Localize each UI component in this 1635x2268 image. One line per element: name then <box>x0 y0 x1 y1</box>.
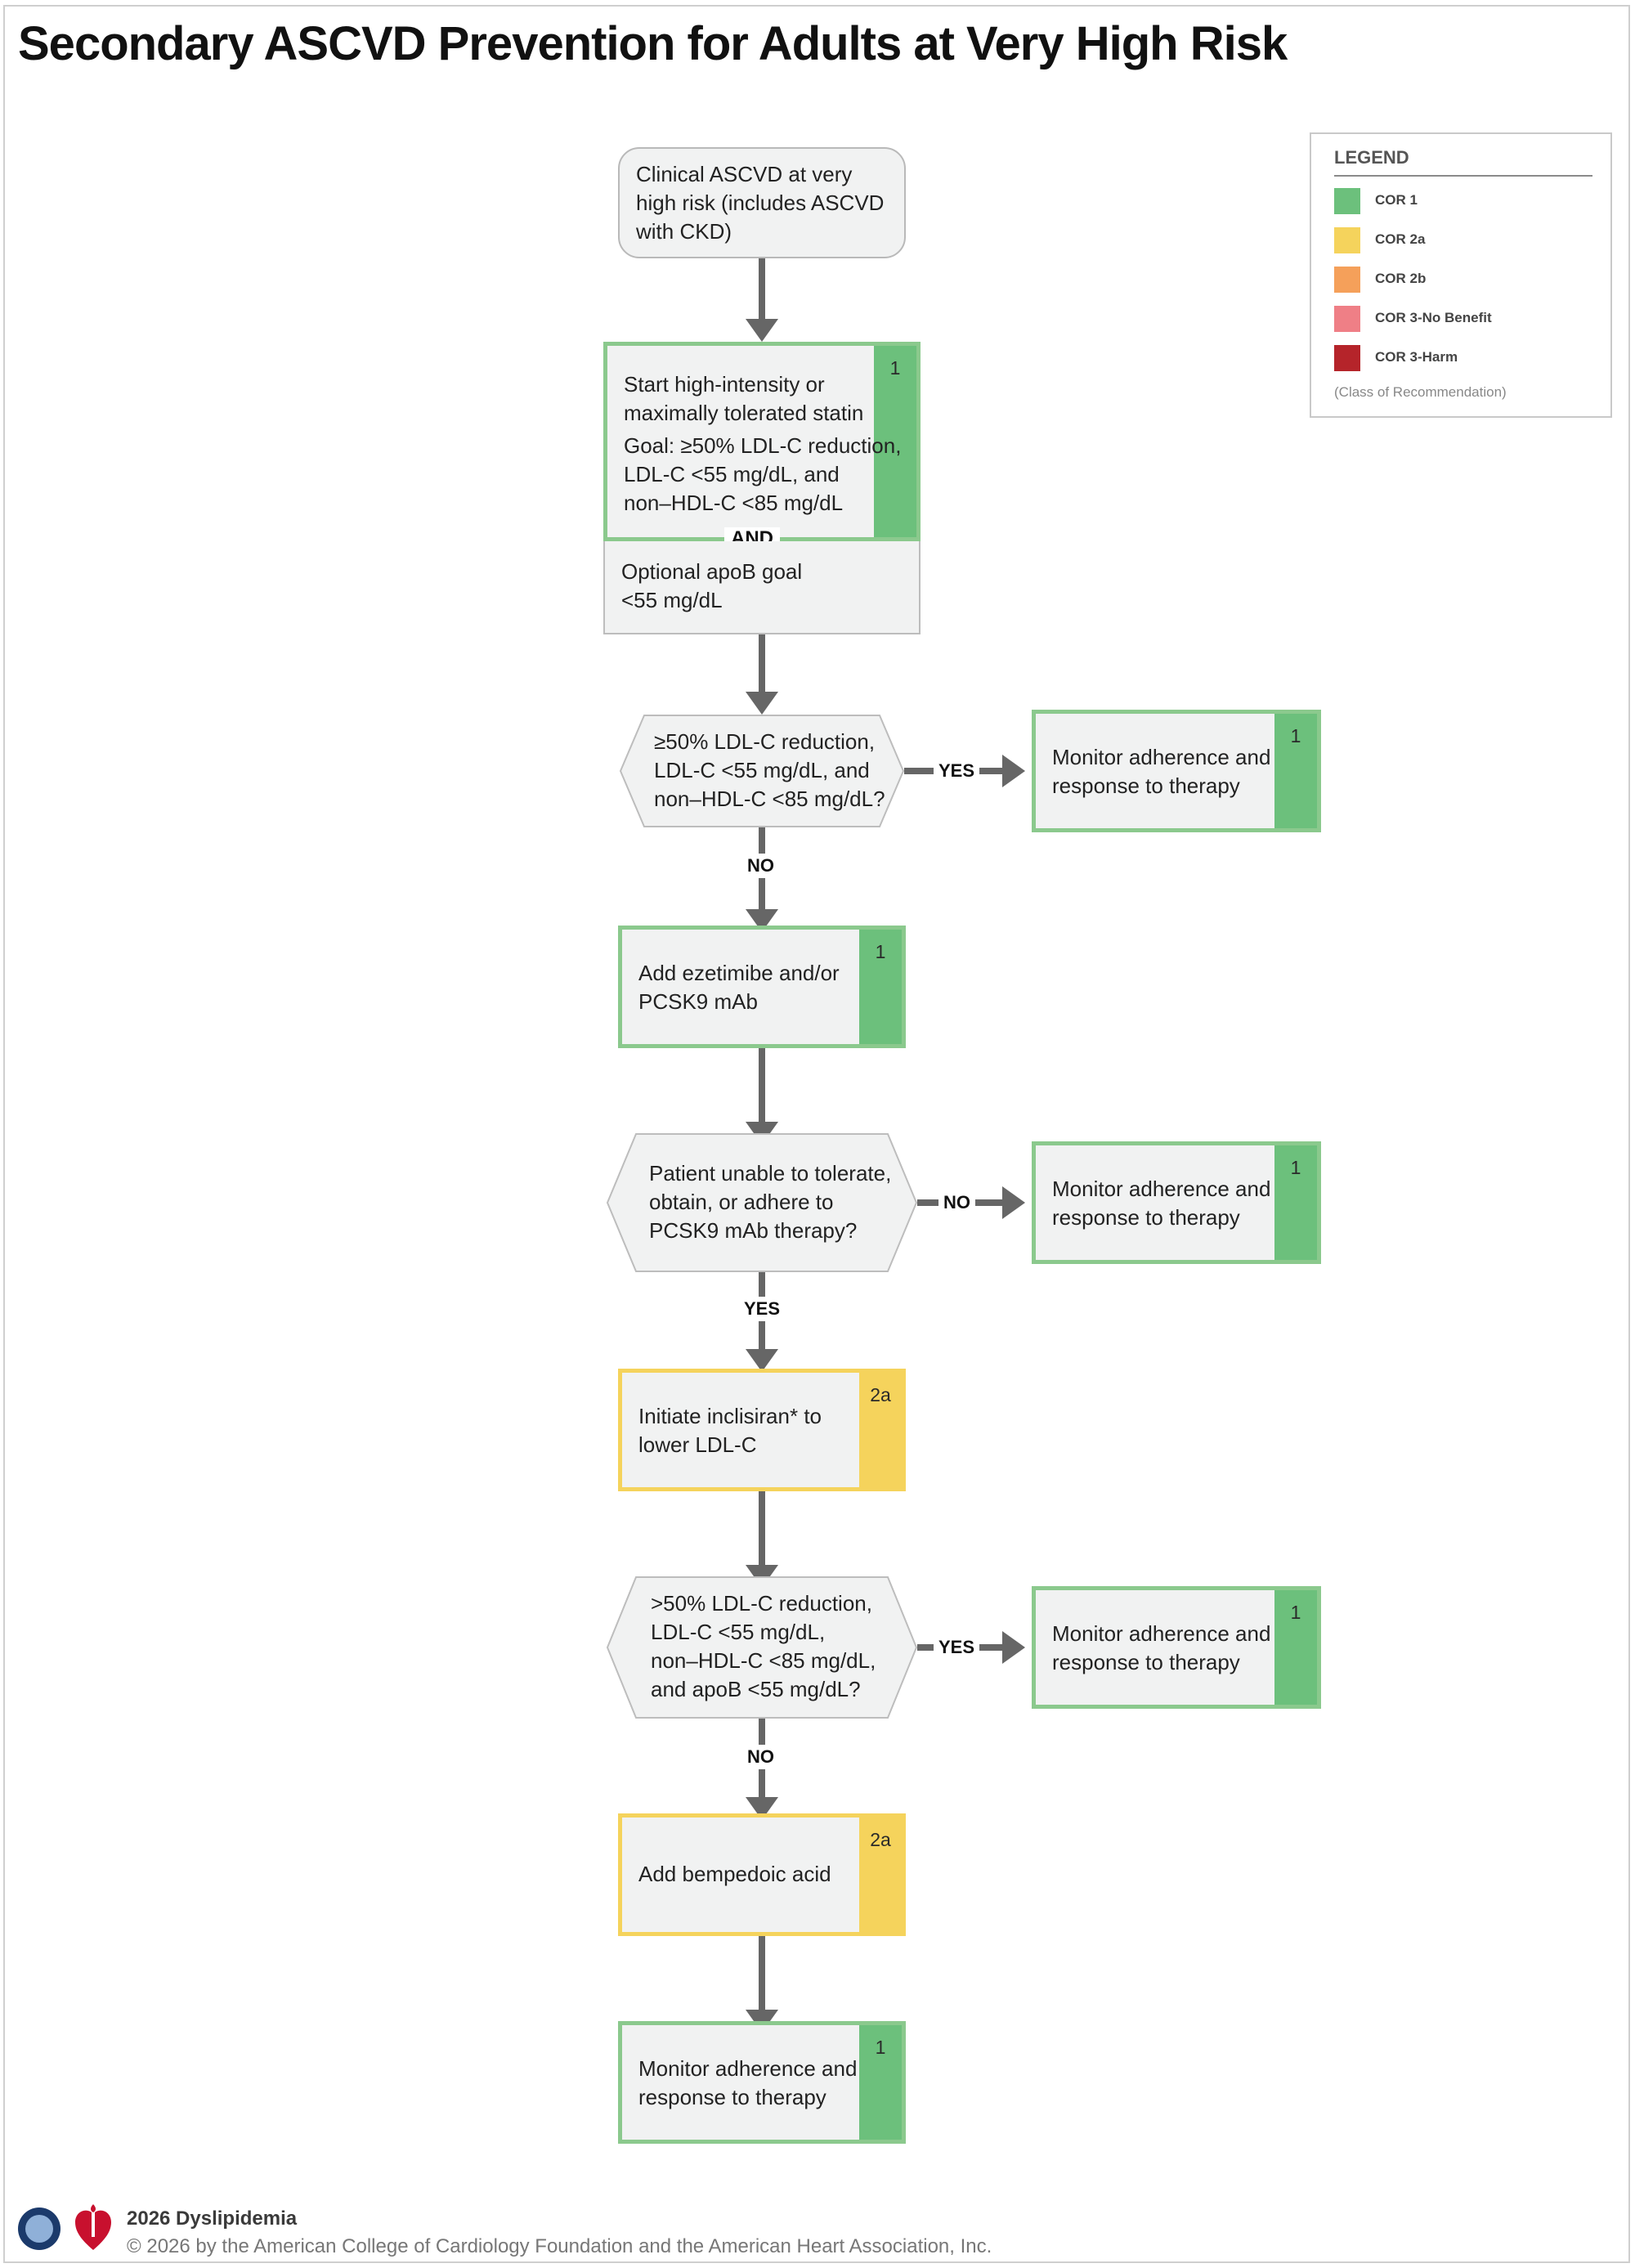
apob-node: Optional apoB goal <55 mg/dL <box>603 541 921 634</box>
footer: 2026 Dyslipidemia © 2026 by the American… <box>127 2207 992 2258</box>
legend-swatch-cor3-harm <box>1334 345 1360 371</box>
page-frame <box>3 5 1630 2263</box>
legend-label-cor3-harm: COR 3-Harm <box>1375 349 1458 365</box>
arrow-bempedoic-to-monitor4 <box>759 1936 765 2015</box>
decision3-hexagon <box>606 1576 918 1719</box>
monitor3-text: Monitor adherence and response to therap… <box>1052 1621 1271 1674</box>
arrow-apob-to-decision1 <box>759 634 765 697</box>
decision2-text: Patient unable to tolerate, obtain, or a… <box>649 1161 892 1243</box>
legend-swatch-cor3-no-benefit <box>1334 306 1360 332</box>
monitor2-node: 1 Monitor adherence and response to ther… <box>1032 1141 1321 1264</box>
legend-swatch-cor2a <box>1334 227 1360 253</box>
cor-label: 1 <box>1290 725 1301 746</box>
start-node: Clinical ASCVD at very high risk (includ… <box>618 147 906 258</box>
inclisiran-text: Initiate inclisiran* to lower LDL-C <box>638 1404 822 1457</box>
arrowhead <box>1002 1186 1025 1219</box>
page-title: Secondary ASCVD Prevention for Adults at… <box>18 17 1288 70</box>
statin-node-text: Start high-intensity or maximally tolera… <box>624 372 902 515</box>
ezetimibe-node: 1 Add ezetimibe and/or PCSK9 mAb <box>618 926 906 1048</box>
bempedoic-text: Add bempedoic acid <box>638 1862 831 1886</box>
ezetimibe-text: Add ezetimibe and/or PCSK9 mAb <box>638 961 840 1014</box>
legend-divider <box>1334 175 1592 177</box>
decision1-text: ≥50% LDL-C reduction, LDL-C <55 mg/dL, a… <box>654 729 885 811</box>
decision3-text: >50% LDL-C reduction, LDL-C <55 mg/dL, n… <box>651 1591 876 1701</box>
decision1-hexagon <box>619 715 905 827</box>
arrowhead <box>1002 755 1025 787</box>
cor-label: 1 <box>1290 1602 1301 1623</box>
monitor4-text: Monitor adherence and response to therap… <box>638 2056 858 2109</box>
statin-node: 1 Start high-intensity or maximally tole… <box>603 342 921 541</box>
monitor1-node: 1 Monitor adherence and response to ther… <box>1032 710 1321 832</box>
inclisiran-node: 2a Initiate inclisiran* to lower LDL-C <box>618 1369 906 1491</box>
cor-label: 1 <box>875 2037 886 2058</box>
arrow-start-to-statin <box>759 258 765 324</box>
cor-bar-green <box>859 930 902 1044</box>
legend: LEGEND COR 1 COR 2a COR 2b COR 3-No Bene… <box>1310 132 1612 418</box>
arrowhead <box>746 692 778 715</box>
edge-label-no: NO <box>742 1745 779 1769</box>
arrowhead <box>746 319 778 342</box>
cor-bar-green <box>874 346 916 537</box>
monitor1-text: Monitor adherence and response to therap… <box>1052 745 1271 798</box>
apob-node-text: Optional apoB goal <55 mg/dL <box>621 559 803 612</box>
cor-label: 2a <box>870 1384 891 1405</box>
edge-label-yes: YES <box>934 1635 980 1660</box>
footer-copyright: © 2026 by the American College of Cardio… <box>127 2235 992 2257</box>
legend-label-cor2a: COR 2a <box>1375 231 1426 247</box>
cor-bar-green <box>859 2025 902 2140</box>
edge-label-yes: YES <box>739 1297 786 1321</box>
start-node-text: Clinical ASCVD at very high risk (includ… <box>636 162 885 244</box>
cor-label: 2a <box>870 1829 891 1850</box>
edge-label-no: NO <box>742 854 779 878</box>
cor-bar-yellow <box>859 1818 902 1932</box>
cor-label: 1 <box>875 941 886 962</box>
legend-swatch-cor2b <box>1334 267 1360 293</box>
legend-swatch-cor1 <box>1334 188 1360 214</box>
monitor4-node: 1 Monitor adherence and response to ther… <box>618 2021 906 2144</box>
monitor3-node: 1 Monitor adherence and response to ther… <box>1032 1586 1321 1709</box>
bempedoic-node: 2a Add bempedoic acid <box>618 1813 906 1936</box>
legend-label-cor3-no-benefit: COR 3-No Benefit <box>1375 310 1492 325</box>
cor-bar-green <box>1274 1590 1317 1705</box>
cor-bar-yellow <box>859 1373 902 1487</box>
legend-label-cor1: COR 1 <box>1375 192 1418 208</box>
legend-label-cor2b: COR 2b <box>1375 271 1427 286</box>
aha-heart-torch-icon <box>75 2204 111 2250</box>
arrow-inclisiran-to-decision3 <box>759 1491 765 1570</box>
cor-label: 1 <box>1290 1157 1301 1178</box>
arrow-ezetimibe-to-decision2 <box>759 1048 765 1127</box>
cor-bar-green <box>1274 1145 1317 1260</box>
arrowhead <box>1002 1631 1025 1664</box>
decision2-hexagon <box>606 1133 918 1272</box>
footer-guideline: 2026 Dyslipidemia <box>127 2207 298 2230</box>
cor-label: 1 <box>889 357 901 379</box>
legend-footnote: (Class of Recommendation) <box>1334 384 1507 400</box>
edge-label-no: NO <box>938 1190 975 1215</box>
arrowhead <box>746 1349 778 1372</box>
cor-bar-green <box>1274 714 1317 828</box>
legend-title: LEGEND <box>1334 147 1409 168</box>
edge-label-yes: YES <box>934 759 980 783</box>
monitor2-text: Monitor adherence and response to therap… <box>1052 1177 1271 1230</box>
acc-seal-icon <box>18 2207 60 2250</box>
